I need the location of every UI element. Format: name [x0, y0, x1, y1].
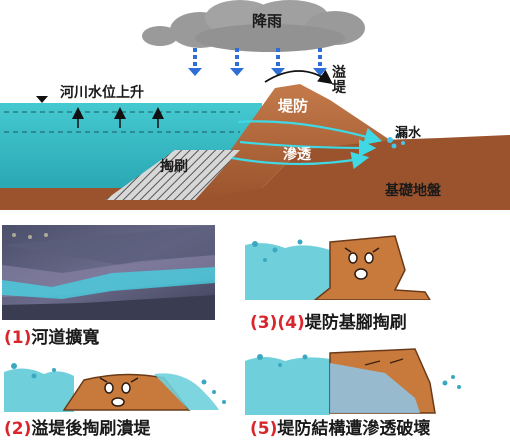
- rain-label: 降雨: [252, 12, 283, 30]
- overtop-label: 溢堤: [332, 65, 346, 96]
- caption-panel-2: (2)溢堤後掏刷潰堤: [4, 419, 151, 439]
- overtop-scour-illustration: [4, 363, 226, 412]
- rain-cloud: [142, 0, 365, 52]
- levee-failure-diagram: [0, 0, 510, 210]
- scour-area: [105, 150, 240, 200]
- caption-panel-1: (1)河道擴寬: [4, 328, 100, 348]
- rain-arrows: [188, 48, 327, 76]
- water-level-marker: [36, 96, 48, 103]
- caption-panel-3-4: (3)(4)堤防基腳掏刷: [250, 313, 407, 333]
- rising-arrows: [72, 107, 164, 128]
- foundation-label: 基礎地盤: [385, 183, 441, 199]
- seepage-arrows: [231, 120, 383, 170]
- seepage-failure-illustration: [245, 348, 461, 415]
- leak-splash: [387, 133, 405, 149]
- toe-scour-illustration: [245, 235, 431, 300]
- overtop-arrow: [264, 69, 333, 85]
- widened-channel: [2, 267, 215, 299]
- caption-panel-5: (5)堤防結構遭滲透破壞: [250, 419, 431, 439]
- leak-label: 漏水: [395, 126, 422, 141]
- river-widening-photo: [2, 225, 215, 320]
- levee-body: [195, 84, 390, 200]
- levee-label: 堤防: [278, 97, 309, 115]
- river-level-label: 河川水位上升: [60, 85, 144, 101]
- levee-face: [348, 252, 374, 280]
- seepage-label: 滲透: [283, 147, 311, 163]
- scour-label: 掏刷: [160, 159, 188, 175]
